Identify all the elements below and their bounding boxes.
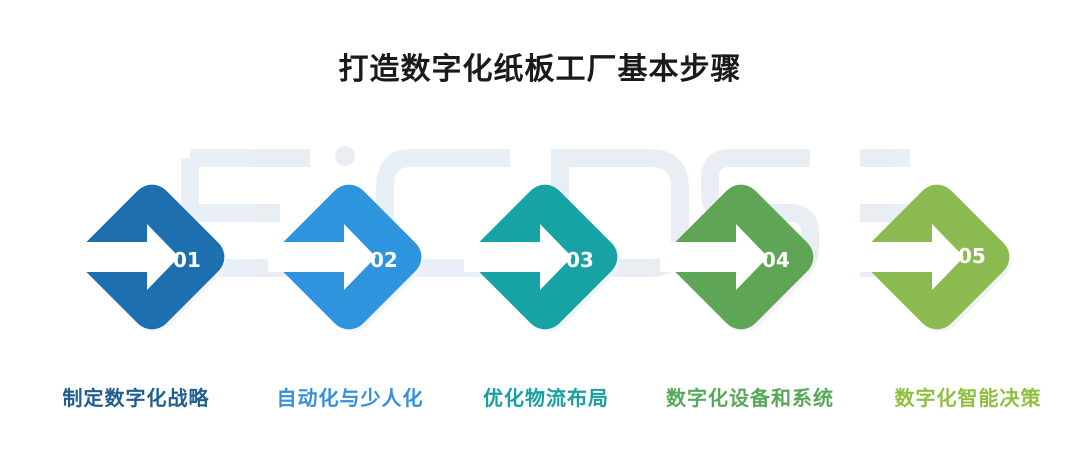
step-label: 制定数字化战略 [62,386,210,410]
step-number: 02 [370,248,398,272]
arrow-right-icon [856,224,964,290]
step-label: 数字化智能决策 [894,386,1042,410]
step-number: 04 [762,248,790,272]
step-04: 04 [644,160,834,360]
step-02: 02 [252,160,442,360]
diamond-shape [856,184,1012,332]
diamond-shape [268,184,424,332]
step-01: 01 [55,160,245,360]
step-number: 01 [173,248,201,272]
step-05: 05 [840,160,1030,360]
arrow-right-icon [268,224,376,290]
step-label: 优化物流布局 [483,386,609,410]
diamond-shape [660,184,816,332]
diamond-shape [464,184,620,332]
arrow-right-icon [71,224,179,290]
arrow-right-icon [464,224,572,290]
step-label: 数字化设备和系统 [666,386,834,410]
step-label: 自动化与少人化 [276,386,424,410]
step-number: 03 [566,248,594,272]
step-03: 03 [448,160,638,360]
diamond-shape [71,184,227,332]
arrow-right-icon [660,224,768,290]
step-number: 05 [958,244,986,268]
page-title: 打造数字化纸板工厂基本步骤 [338,52,742,87]
